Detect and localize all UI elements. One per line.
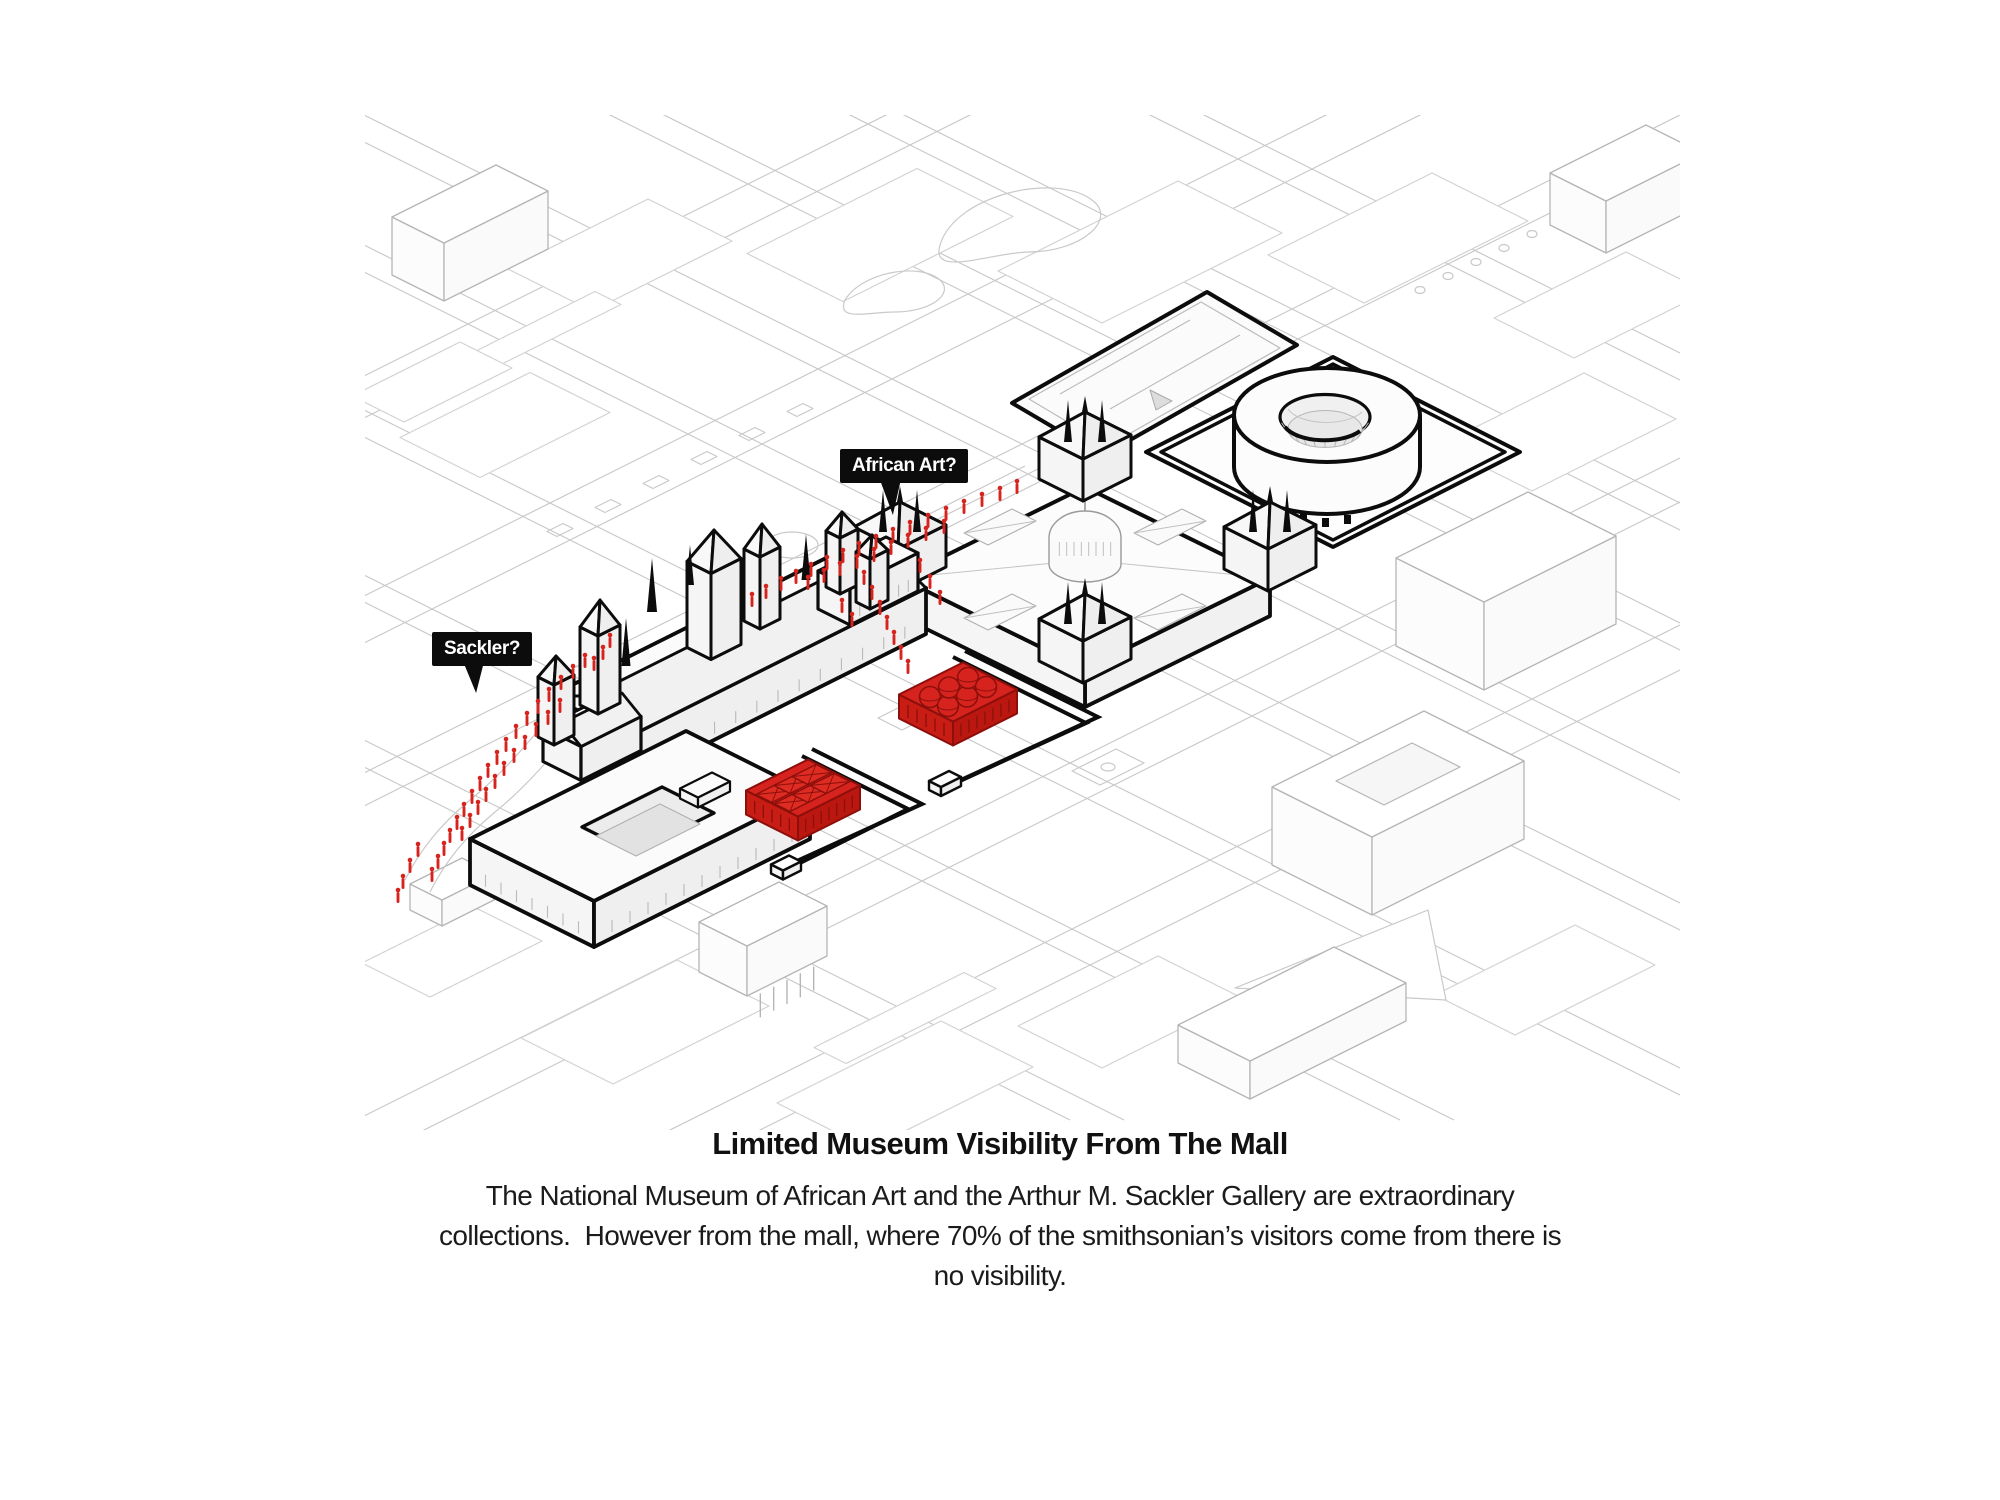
background-buildings <box>391 124 1680 1100</box>
callout-african-art-label: African Art? <box>852 455 957 476</box>
african-art-pavilion <box>898 649 1103 798</box>
caption-line: collections. However from the mall, wher… <box>438 1220 1562 1251</box>
hirshhorn-museum <box>1232 366 1422 527</box>
visitor-figures-african-art <box>749 478 1020 674</box>
sackler-pavilion <box>745 747 927 881</box>
caption-line: no visibility. <box>933 1260 1067 1291</box>
smithsonian-castle <box>536 510 928 784</box>
callout-sackler-label: Sackler? <box>444 638 521 659</box>
visitor-figures-sackler <box>395 632 613 903</box>
callout-african-art: African Art? <box>840 449 969 515</box>
freer-gallery <box>468 729 812 949</box>
caption-line: The National Museum of African Art and t… <box>485 1180 1515 1211</box>
callout-tail-icon <box>463 666 483 693</box>
callout-sackler: Sackler? <box>432 632 533 693</box>
callout-tail-icon <box>878 483 901 515</box>
caption: Limited Museum Visibility From The Mall … <box>0 1126 2000 1296</box>
caption-title: Limited Museum Visibility From The Mall <box>712 1126 1288 1161</box>
caption-body: The National Museum of African Art and t… <box>0 1176 2000 1296</box>
